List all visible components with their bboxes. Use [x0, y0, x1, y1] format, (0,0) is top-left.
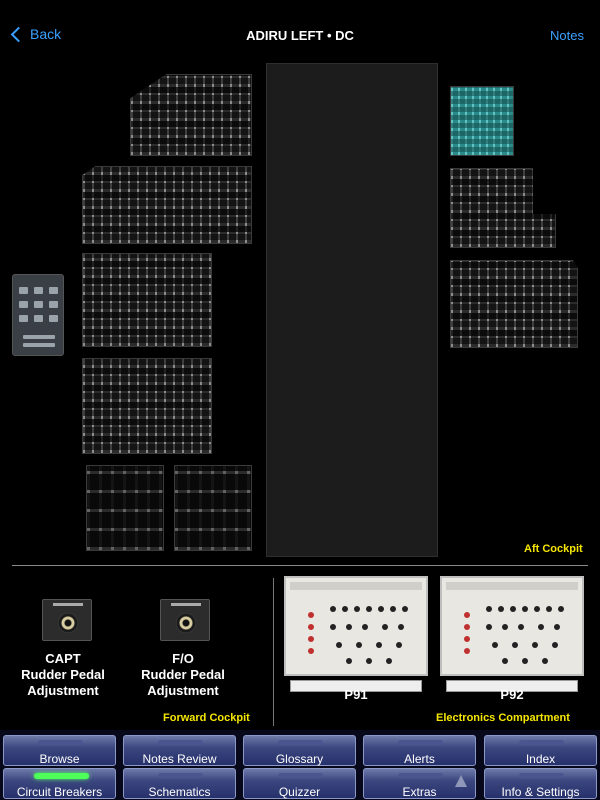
header: Back ADIRU LEFT • DC Notes — [0, 0, 600, 62]
cb-panel-left-5[interactable] — [86, 465, 164, 551]
center-panel — [266, 63, 438, 557]
capt-rudder-pedal-label: CAPT Rudder Pedal Adjustment — [21, 651, 105, 698]
tab-index[interactable]: Index — [484, 735, 597, 766]
tab-circuit-breakers[interactable]: Circuit Breakers — [3, 768, 116, 799]
tab-info-settings[interactable]: Info & Settings — [484, 768, 597, 799]
cb-panel-left-6[interactable] — [174, 465, 252, 551]
triangle-up-icon — [455, 775, 467, 787]
back-button[interactable]: Back — [10, 26, 61, 42]
p91-panel[interactable] — [284, 576, 428, 692]
tab-quizzer[interactable]: Quizzer — [243, 768, 356, 799]
forward-cockpit-label: Forward Cockpit — [163, 712, 250, 724]
notes-button[interactable]: Notes — [550, 28, 584, 43]
tab-extras[interactable]: Extras — [363, 768, 476, 799]
fo-rudder-pedal-panel[interactable] — [160, 599, 210, 641]
p92-panel[interactable] — [440, 576, 584, 692]
active-indicator — [34, 773, 89, 779]
cb-panel-right-highlighted[interactable] — [450, 86, 514, 156]
tab-bar: Browse Notes Review Glossary Alerts Inde… — [0, 730, 600, 800]
cb-panel-small[interactable] — [12, 274, 64, 356]
section-vertical-divider — [273, 578, 274, 726]
tab-schematics[interactable]: Schematics — [123, 768, 236, 799]
p92-label: P92 — [500, 687, 524, 702]
cb-panel-right-3[interactable] — [450, 260, 578, 348]
tab-browse[interactable]: Browse — [3, 735, 116, 766]
cb-panel-right-2[interactable] — [450, 168, 556, 248]
cb-panel-left-2[interactable] — [82, 166, 252, 244]
capt-rudder-pedal-panel[interactable] — [42, 599, 92, 641]
cb-panel-left-1[interactable] — [130, 74, 252, 156]
tab-alerts[interactable]: Alerts — [363, 735, 476, 766]
cb-panel-left-4[interactable] — [82, 358, 212, 454]
rudder-knob-icon — [176, 613, 196, 633]
rudder-knob-icon — [58, 613, 78, 633]
aft-cockpit-label: Aft Cockpit — [524, 543, 583, 555]
page-title: ADIRU LEFT • DC — [246, 28, 354, 43]
section-divider — [12, 565, 588, 566]
cb-panel-left-3[interactable] — [82, 253, 212, 347]
electronics-compartment-label: Electronics Compartment — [436, 712, 570, 724]
tab-glossary[interactable]: Glossary — [243, 735, 356, 766]
tab-notes-review[interactable]: Notes Review — [123, 735, 236, 766]
p91-label: P91 — [344, 687, 368, 702]
fo-rudder-pedal-label: F/O Rudder Pedal Adjustment — [141, 651, 225, 698]
back-label: Back — [30, 26, 62, 42]
